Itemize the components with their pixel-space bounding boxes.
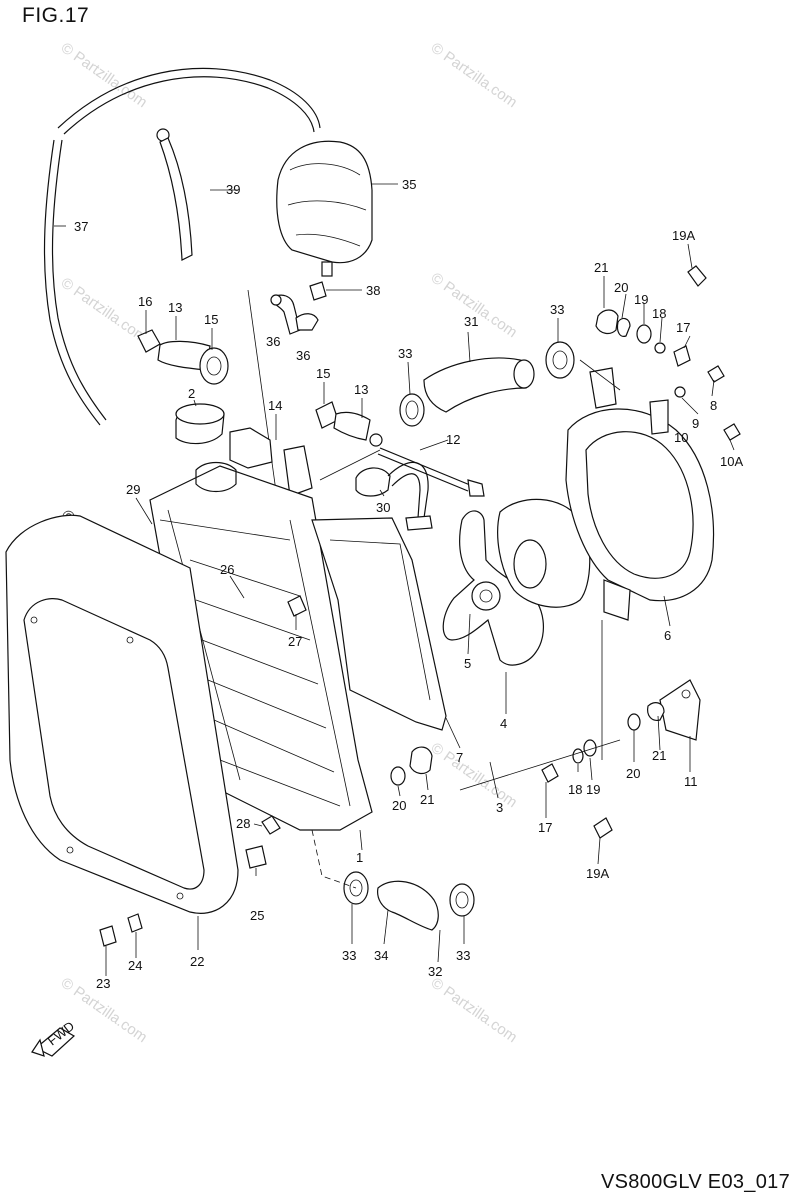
leader-lines xyxy=(54,183,735,976)
radiator-upper-assembly xyxy=(229,289,313,521)
figure-title: FIG.17 xyxy=(22,4,90,27)
callout-label: 38 xyxy=(366,283,380,298)
callout-label: 19 xyxy=(634,292,648,307)
callout-label: 21 xyxy=(594,260,608,275)
grommet-collar-mid xyxy=(390,746,433,786)
callout-label: 39 xyxy=(226,182,240,197)
strap-39 xyxy=(156,128,193,261)
cap-hose-group-left xyxy=(137,329,229,385)
callout-label: 1 xyxy=(356,850,363,865)
callout-label: 14 xyxy=(268,398,282,413)
callout-label: 18 xyxy=(568,782,582,797)
shroud-7 xyxy=(311,517,447,731)
callout-label: 19A xyxy=(672,228,695,243)
fan-4-5 xyxy=(442,510,544,666)
callout-label: 30 xyxy=(376,500,390,515)
hose-37 xyxy=(43,67,321,426)
callout-label: 37 xyxy=(74,219,88,234)
clamps-33-upper xyxy=(399,341,575,427)
callout-label: 20 xyxy=(614,280,628,295)
callout-label: 25 xyxy=(250,908,264,923)
callout-label: 10A xyxy=(720,454,743,469)
callout-label: 17 xyxy=(538,820,552,835)
hose-31 xyxy=(423,357,535,413)
bolt-12 xyxy=(377,447,485,497)
callout-label: 33 xyxy=(550,302,564,317)
callout-label: 15 xyxy=(316,366,330,381)
callout-label: 13 xyxy=(168,300,182,315)
mounting-hardware-upper-right xyxy=(595,265,741,441)
fan-shroud-6 xyxy=(565,367,715,621)
filler-neck-mid xyxy=(315,401,383,447)
lower-left-fasteners xyxy=(245,595,307,869)
callout-label: 27 xyxy=(288,634,302,649)
callout-label: 33 xyxy=(398,346,412,361)
callout-label: 9 xyxy=(692,416,699,431)
callout-label: 21 xyxy=(652,748,666,763)
callout-label: 31 xyxy=(464,314,478,329)
callout-label: 20 xyxy=(392,798,406,813)
callout-label: 20 xyxy=(626,766,640,781)
callout-label: 28 xyxy=(236,816,250,831)
callout-label: 6 xyxy=(664,628,671,643)
callout-label: 21 xyxy=(420,792,434,807)
radiator-cover-22 xyxy=(5,514,239,914)
callout-label: 32 xyxy=(428,964,442,979)
watermark-text: © Partzilla.com xyxy=(58,274,151,346)
watermark-text: © Partzilla.com xyxy=(428,269,521,341)
callout-label: 13 xyxy=(354,382,368,397)
callout-label: 4 xyxy=(500,716,507,731)
callout-label: 8 xyxy=(710,398,717,413)
callout-label: 7 xyxy=(456,750,463,765)
callout-label: 23 xyxy=(96,976,110,991)
thermo-switch-30 xyxy=(355,461,433,531)
watermark-text: © Partzilla.com xyxy=(428,974,521,1046)
callout-label: 35 xyxy=(402,177,416,192)
callout-label: 33 xyxy=(342,948,356,963)
callout-label: 18 xyxy=(652,306,666,321)
watermark-text: © Partzilla.com xyxy=(428,39,521,111)
bottom-left-bolts xyxy=(99,913,143,947)
lower-hose-assembly xyxy=(343,871,475,931)
callout-label: 3 xyxy=(496,800,503,815)
callout-label: 22 xyxy=(190,954,204,969)
mounting-hardware-lower-right xyxy=(541,679,701,839)
fittings-36-38 xyxy=(270,281,327,335)
radiator-cap-2 xyxy=(175,403,225,445)
callout-label: 24 xyxy=(128,958,142,973)
callout-label: 19 xyxy=(586,782,600,797)
callout-label: 5 xyxy=(464,656,471,671)
fan-motor xyxy=(497,498,591,608)
figure-code: VS800GLV E03_017 xyxy=(600,1171,790,1193)
callout-label: 19A xyxy=(586,866,609,881)
callout-label: 26 xyxy=(220,562,234,577)
callout-label: 10 xyxy=(674,430,688,445)
callout-label: 16 xyxy=(138,294,152,309)
callout-label: 15 xyxy=(204,312,218,327)
reservoir-tank-35 xyxy=(276,140,373,277)
callout-label: 11 xyxy=(684,774,698,789)
callout-label: 2 xyxy=(188,386,195,401)
watermark-text: © Partzilla.com xyxy=(58,39,151,111)
callout-label: 36 xyxy=(266,334,280,349)
callout-labels: 1 2 3 4 5 6 7 8 9 10 10A 11 12 13 13 14 … xyxy=(74,177,743,991)
callout-label: 12 xyxy=(446,432,460,447)
forward-arrow-icon: FWD xyxy=(31,1018,77,1057)
assembly-lines xyxy=(311,359,621,889)
callout-label: 33 xyxy=(456,948,470,963)
callout-label: 17 xyxy=(676,320,690,335)
callout-label: 29 xyxy=(126,482,140,497)
callout-label: 34 xyxy=(374,948,388,963)
callout-label: 36 xyxy=(296,348,310,363)
